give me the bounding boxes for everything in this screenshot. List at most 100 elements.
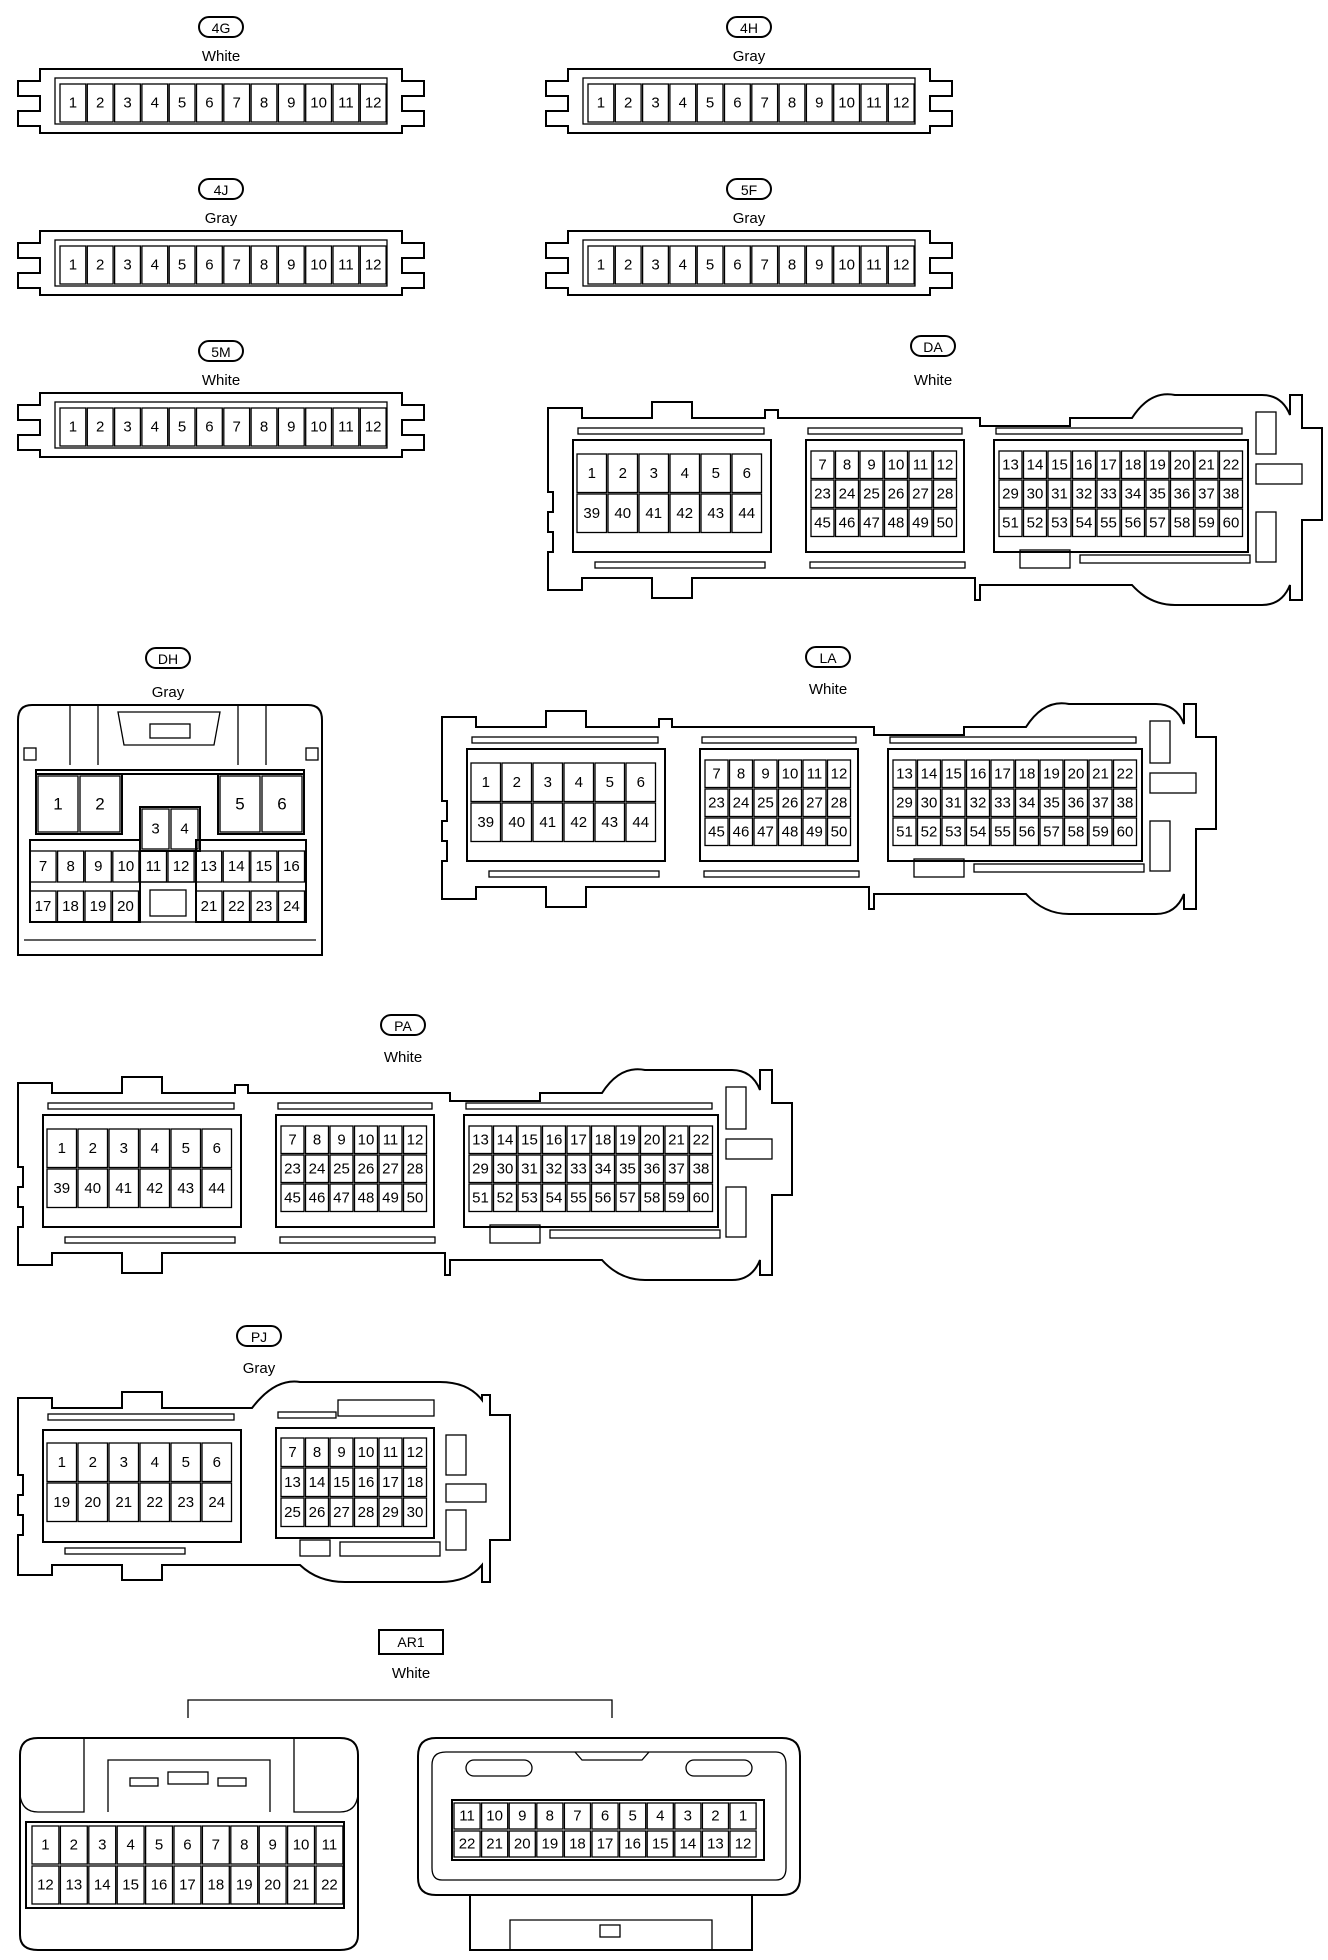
svg-text:17: 17 [382, 1474, 399, 1491]
pin: 60 [1112, 817, 1138, 847]
pin: 14 [304, 1467, 330, 1498]
svg-text:5: 5 [182, 1454, 190, 1471]
pin: 7 [280, 1437, 305, 1468]
svg-text:10: 10 [486, 1808, 503, 1825]
pin: 16 [965, 759, 991, 789]
svg-text:6: 6 [637, 774, 645, 791]
pin: 17 [591, 1830, 619, 1858]
pin: 11 [139, 850, 168, 883]
svg-text:14: 14 [497, 1131, 514, 1148]
pin: 38 [1218, 479, 1244, 509]
svg-text:35: 35 [1149, 485, 1166, 502]
pin: 16 [1071, 450, 1097, 480]
pin: 3 [532, 762, 564, 803]
pin: 60 [688, 1183, 714, 1213]
svg-text:16: 16 [624, 1836, 641, 1853]
pin: 18 [590, 1125, 616, 1155]
connector-id: AR1 [397, 1634, 424, 1650]
pin: 6 [195, 407, 223, 447]
pin: 15 [646, 1830, 674, 1858]
svg-text:1: 1 [69, 419, 77, 436]
svg-text:9: 9 [867, 456, 875, 473]
pin: 1 [729, 1802, 757, 1830]
connector-id: PJ [251, 1329, 267, 1345]
pin: 27 [908, 479, 933, 509]
svg-text:10: 10 [888, 456, 905, 473]
svg-text:51: 51 [896, 823, 913, 840]
pin: 23 [704, 788, 729, 818]
pin: 6 [261, 775, 303, 833]
pin: 18 [563, 1830, 592, 1858]
pin: 1 [576, 453, 608, 494]
svg-text:1: 1 [597, 95, 605, 112]
svg-text:36: 36 [1068, 794, 1085, 811]
svg-text:11: 11 [338, 95, 354, 112]
pin: 11 [315, 1825, 344, 1865]
svg-text:59: 59 [668, 1189, 685, 1206]
svg-text:12: 12 [937, 456, 954, 473]
svg-text:9: 9 [287, 257, 295, 274]
pin: 35 [615, 1154, 640, 1184]
pin: 10 [305, 407, 333, 447]
svg-text:8: 8 [260, 419, 268, 436]
svg-text:43: 43 [601, 814, 618, 831]
pin: 12 [887, 83, 915, 123]
svg-text:42: 42 [146, 1180, 163, 1197]
pin: 2 [86, 407, 114, 447]
pin: 12 [359, 407, 387, 447]
svg-text:21: 21 [293, 1877, 310, 1894]
pin: 12 [729, 1830, 757, 1858]
pin: 40 [77, 1168, 109, 1209]
pin: 11 [378, 1125, 403, 1155]
svg-text:9: 9 [518, 1808, 526, 1825]
pin: 7 [223, 83, 251, 123]
svg-text:24: 24 [839, 485, 856, 502]
connector-color: White [202, 48, 240, 65]
svg-text:40: 40 [614, 505, 631, 522]
pin: 6 [173, 1825, 202, 1865]
pin: 22 [688, 1125, 714, 1155]
svg-text:16: 16 [546, 1131, 563, 1148]
pin: 23 [280, 1154, 305, 1184]
svg-text:5: 5 [706, 257, 714, 274]
pin: 26 [304, 1497, 330, 1528]
pin: 1 [37, 775, 79, 833]
pin: 21 [480, 1830, 509, 1858]
svg-text:11: 11 [866, 95, 882, 112]
svg-text:60: 60 [1117, 823, 1134, 840]
svg-text:39: 39 [53, 1180, 70, 1197]
pin: 8 [536, 1802, 564, 1830]
svg-text:11: 11 [807, 765, 823, 782]
svg-text:58: 58 [644, 1189, 661, 1206]
pin: 22 [222, 890, 251, 923]
svg-text:19: 19 [90, 898, 107, 915]
pin: 3 [674, 1802, 702, 1830]
pin: 25 [859, 479, 884, 509]
pin: 46 [304, 1183, 330, 1213]
svg-text:4: 4 [151, 95, 159, 112]
svg-text:28: 28 [937, 485, 954, 502]
svg-text:27: 27 [382, 1160, 399, 1177]
pin: 39 [470, 802, 502, 843]
pin: 18 [56, 890, 85, 923]
svg-text:10: 10 [310, 257, 327, 274]
svg-text:39: 39 [583, 505, 600, 522]
pin: 4 [669, 245, 697, 285]
svg-text:15: 15 [256, 858, 273, 875]
pin: 26 [353, 1154, 379, 1184]
svg-text:14: 14 [680, 1836, 697, 1853]
svg-text:1: 1 [41, 1837, 49, 1854]
pin: 16 [353, 1467, 379, 1498]
pin: 58 [1063, 817, 1089, 847]
pin: 20 [508, 1830, 536, 1858]
svg-text:3: 3 [651, 257, 659, 274]
svg-text:29: 29 [1002, 485, 1019, 502]
pin: 32 [541, 1154, 567, 1184]
svg-text:3: 3 [123, 95, 131, 112]
pin: 12 [359, 245, 387, 285]
pin: 20 [1063, 759, 1089, 789]
pin: 3 [141, 808, 170, 850]
